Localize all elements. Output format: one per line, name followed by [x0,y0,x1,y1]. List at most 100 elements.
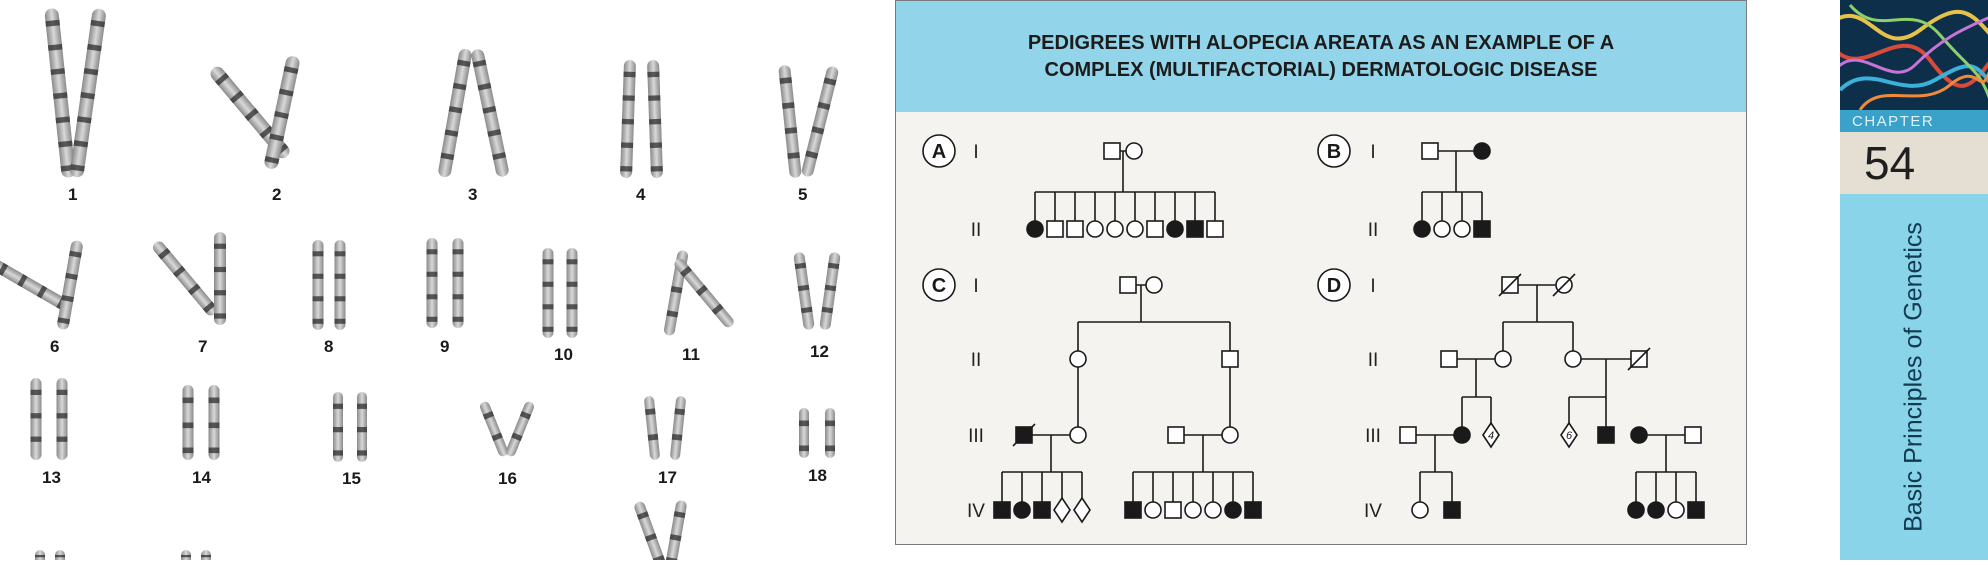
karyotype-image: 1 2 3 4 5 6 7 8 9 10 11 12 13 14 15 16 1… [0,0,880,565]
deceased-slash [1627,347,1651,371]
female-symbol [1453,220,1471,238]
chromosome-label: 16 [498,469,517,488]
male-symbol [1687,501,1705,519]
pedigree-panel: PEDIGREES WITH ALOPECIA AREATA AS AN EXA… [895,0,1747,545]
chromosome-label: 11 [682,345,700,364]
chromosome [30,378,42,460]
chromosome [182,385,194,460]
deceased-slash [1012,423,1036,447]
chromosome [55,550,65,565]
male-symbol [1597,426,1615,444]
female-symbol [1144,501,1162,519]
chapter-label-band: CHAPTER [1840,110,1988,132]
panel-label-a: A [932,141,946,163]
chapter-sidebar: CHAPTER 54 Basic Principles of Genetics [1840,0,1988,560]
chromosome-label: 5 [798,185,807,204]
panel-title-line-1: PEDIGREES WITH ALOPECIA AREATA AS AN EXA… [1027,31,1615,54]
male-symbol [1684,426,1702,444]
female-symbol [1069,426,1087,444]
chromosome-label: 2 [272,185,281,204]
chromosome [333,392,343,462]
panel-header: PEDIGREES WITH ALOPECIA AREATA AS AN EXA… [896,1,1746,112]
chromosome [542,248,554,338]
chromosome-label: 18 [808,466,827,485]
female-symbol [1494,350,1512,368]
chromosome-label: 4 [636,185,646,204]
chromosome [825,408,835,458]
generation-label: II [971,220,982,241]
female-symbol [1411,501,1429,519]
sex-unknown-symbol [1482,421,1500,449]
chromosome [214,232,226,325]
chromosome [426,238,438,328]
female-symbol [1086,220,1104,238]
chromosome-label: 7 [198,337,207,356]
panel-label-circle-c [922,268,956,302]
male-symbol [1421,142,1439,160]
chromosome [665,500,687,565]
panel-label-circle-b [1317,134,1351,168]
chromosome [506,401,534,457]
chromosome-label: 1 [68,185,77,204]
chromosome [634,501,666,565]
generation-label: I [973,276,978,297]
chapter-title-band: Basic Principles of Genetics [1840,194,1988,560]
male-symbol [1146,220,1164,238]
chromosome [566,248,578,338]
female-symbol [1647,501,1665,519]
chromosome [819,252,841,330]
female-symbol [1453,426,1471,444]
male-symbol [1244,501,1262,519]
chromosome [152,241,218,316]
diamond-count-label: 4 [1488,430,1494,442]
chromosome [264,56,300,169]
chapter-title: Basic Principles of Genetics [1899,222,1928,532]
female-symbol [1106,220,1124,238]
chapter-number: 54 [1864,137,1916,189]
male-symbol [1066,220,1084,238]
male-symbol [1473,220,1491,238]
male-symbol [1124,501,1142,519]
chromosome-label: 6 [50,337,59,356]
generation-label: IV [1364,501,1382,522]
male-symbol [1440,350,1458,368]
female-symbol [1564,350,1582,368]
chapter-label: CHAPTER [1852,112,1935,130]
chromosome-label: 17 [658,468,677,487]
female-symbol [1126,220,1144,238]
chromosome-label: 8 [324,337,333,356]
female-symbol [1630,426,1648,444]
female-symbol [1125,142,1143,160]
male-symbol [1033,501,1051,519]
panel-label-c: C [932,275,946,297]
female-symbol [1069,350,1087,368]
chromosome [35,550,45,565]
chromosome [480,401,508,457]
generation-label: III [1365,426,1381,447]
chromosome [452,238,464,328]
sex-unknown-symbol [1073,496,1091,524]
female-symbol [1166,220,1184,238]
female-symbol [1145,276,1163,294]
female-symbol [1026,220,1044,238]
chromosome [44,8,76,178]
chromosome-label: 12 [810,342,829,361]
panel-label-d: D [1327,275,1341,297]
panel-label-circle-d [1317,268,1351,302]
generation-label: III [968,426,984,447]
chromosome-label: 9 [440,337,449,356]
chromosome [312,240,324,330]
male-symbol [1186,220,1204,238]
female-symbol [1413,220,1431,238]
sex-unknown-symbol [1053,496,1071,524]
chromosome [208,385,220,460]
panel-title-line-2: COMPLEX (MULTIFACTORIAL) DERMATOLOGIC DI… [1044,58,1598,81]
chromosome [674,258,734,328]
pedigree-diagram: A B C D I II I II I II III IV I II III I… [922,134,1705,524]
chromosome [644,396,660,460]
chromosome [56,378,68,460]
chapter-number-band: 54 [1840,132,1988,194]
female-symbol [1204,501,1222,519]
chromosome [334,240,346,330]
chromosome-label: 15 [342,469,361,488]
